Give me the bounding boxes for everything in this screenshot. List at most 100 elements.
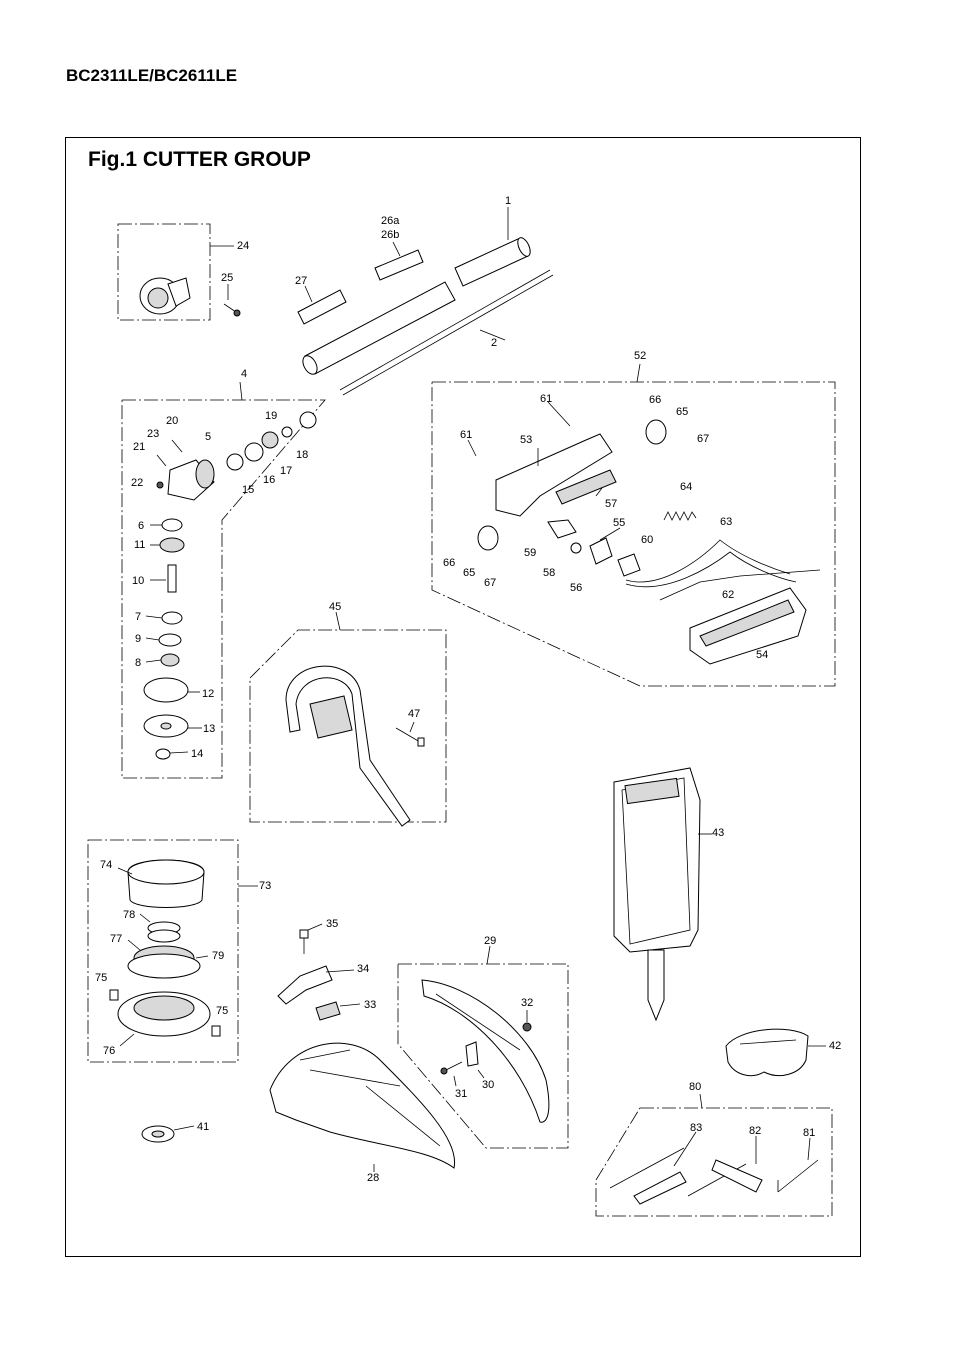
figure-title: Fig.1 CUTTER GROUP	[88, 148, 311, 171]
callout-2: 2	[491, 337, 497, 349]
tools	[609, 1147, 819, 1205]
callout-17: 17	[280, 465, 292, 477]
group-24-outline	[117, 223, 211, 321]
callout-21: 21	[133, 441, 145, 453]
callout-34: 34	[357, 963, 369, 975]
callout-56: 56	[570, 582, 582, 594]
callout-54: 54	[756, 649, 768, 661]
callout-29: 29	[484, 935, 496, 947]
callout-52: 52	[634, 350, 646, 362]
callout-74: 74	[100, 859, 112, 871]
callout-66a: 66	[649, 394, 661, 406]
callout-18: 18	[296, 449, 308, 461]
group-52-outline	[431, 381, 836, 687]
screw-35	[299, 929, 309, 954]
callout-57: 57	[605, 498, 617, 510]
model-number: BC2311LE/BC2611LE	[66, 66, 238, 85]
callout-16: 16	[263, 474, 275, 486]
callout-65b: 65	[463, 567, 475, 579]
nut-32	[522, 1022, 532, 1032]
callout-35: 35	[326, 918, 338, 930]
group-80-outline	[595, 1107, 833, 1217]
callout-67b: 67	[484, 577, 496, 589]
callout-14: 14	[191, 748, 203, 760]
clip-30	[465, 1041, 479, 1067]
shoulder-harness	[613, 767, 701, 1022]
callout-75b: 75	[216, 1005, 228, 1017]
bracket-34	[277, 965, 333, 1005]
callout-76: 76	[103, 1045, 115, 1057]
cutter-guard	[269, 1042, 456, 1169]
callout-59: 59	[524, 547, 536, 559]
clamp-part	[139, 277, 191, 315]
callout-42: 42	[829, 1040, 841, 1052]
rear-grip	[689, 587, 807, 665]
small-parts-4	[156, 411, 317, 489]
callout-62: 62	[722, 589, 734, 601]
callout-9: 9	[135, 633, 141, 645]
figure-frame	[65, 137, 861, 1257]
callout-47: 47	[408, 708, 420, 720]
callout-33: 33	[364, 999, 376, 1011]
callout-12: 12	[202, 688, 214, 700]
callout-61a: 61	[540, 393, 552, 405]
callout-32: 32	[521, 997, 533, 1009]
callout-75a: 75	[95, 972, 107, 984]
callout-30: 30	[482, 1079, 494, 1091]
callout-10: 10	[132, 575, 144, 587]
callout-6: 6	[138, 520, 144, 532]
callout-11: 11	[134, 539, 145, 551]
callout-13: 13	[203, 723, 215, 735]
stack-parts	[143, 518, 189, 760]
group-29-outline	[397, 963, 569, 1149]
callout-31: 31	[455, 1088, 467, 1100]
group-4-outline	[121, 399, 326, 779]
callout-26a: 26a	[381, 215, 400, 227]
screw-31	[440, 1061, 463, 1075]
goggles	[725, 1028, 809, 1077]
callout-81: 81	[803, 1127, 815, 1139]
callout-7: 7	[135, 611, 141, 623]
callout-5: 5	[205, 431, 211, 443]
callout-45: 45	[329, 601, 341, 613]
callout-1: 1	[505, 195, 511, 207]
pad-33	[315, 1001, 341, 1021]
callout-15: 15	[242, 484, 254, 496]
callout-28: 28	[367, 1172, 379, 1184]
nylon-head-parts	[109, 859, 221, 1037]
callout-79: 79	[212, 950, 224, 962]
callout-55: 55	[613, 517, 625, 529]
callout-53: 53	[520, 434, 532, 446]
callout-61b: 61	[460, 429, 472, 441]
callout-78: 78	[123, 909, 135, 921]
callout-64: 64	[680, 481, 692, 493]
callout-24: 24	[237, 240, 249, 252]
callout-26b: 26b	[381, 229, 399, 241]
nut-41	[141, 1125, 175, 1143]
callout-80: 80	[689, 1081, 701, 1093]
handle-bracket	[477, 419, 667, 577]
guard-extension	[421, 979, 550, 1123]
group-45-outline	[249, 629, 447, 823]
spring-64	[663, 511, 697, 521]
callout-19: 19	[265, 410, 277, 422]
callout-41: 41	[197, 1121, 209, 1133]
shaft-pipe	[297, 237, 554, 396]
callout-20: 20	[166, 415, 178, 427]
screw-25	[223, 303, 241, 317]
callout-77: 77	[110, 933, 122, 945]
callout-67a: 67	[697, 433, 709, 445]
callout-65a: 65	[676, 406, 688, 418]
callout-8: 8	[135, 657, 141, 669]
callout-22: 22	[131, 477, 143, 489]
callout-63: 63	[720, 516, 732, 528]
callout-43: 43	[712, 827, 724, 839]
callout-25: 25	[221, 272, 233, 284]
callout-27: 27	[295, 275, 307, 287]
callout-58: 58	[543, 567, 555, 579]
callout-83: 83	[690, 1122, 702, 1134]
loop-handle	[285, 665, 411, 827]
cables	[625, 539, 821, 601]
callout-66b: 66	[443, 557, 455, 569]
